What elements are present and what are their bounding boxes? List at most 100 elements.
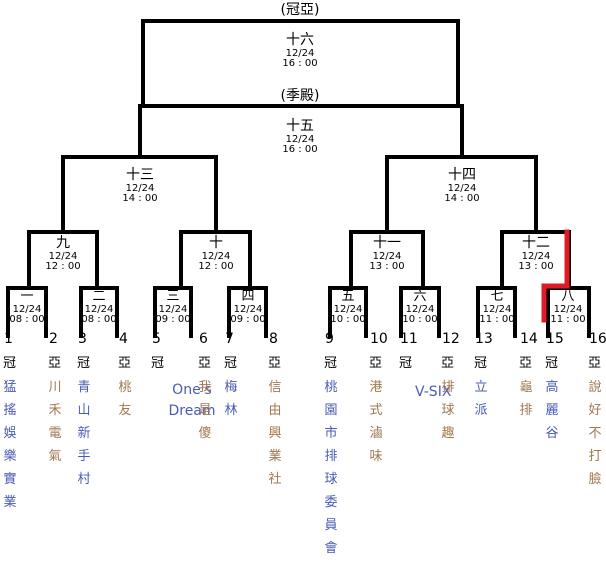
match-10-time: 12 : 00 <box>198 261 233 272</box>
match-4-name: 四 <box>241 289 254 304</box>
team-10-name: 港式滷味 <box>369 380 383 464</box>
team-7-seed: 7 <box>225 331 234 347</box>
match-15-name: 十五 <box>286 118 314 134</box>
team-3-seed: 3 <box>78 331 87 347</box>
match-9-time: 12 : 00 <box>45 261 80 272</box>
match-7-time: 11 : 00 <box>479 314 514 325</box>
third-place-header: (季殿) <box>281 88 320 104</box>
match-5-name: 五 <box>341 289 354 304</box>
match-11-date: 12/24 <box>373 251 402 262</box>
match-3-name: 三 <box>166 289 179 304</box>
team-11-role: 冠 <box>399 356 413 371</box>
match-12-time: 13 : 00 <box>518 261 553 272</box>
team-12-role: 亞 <box>441 356 455 371</box>
team-15-seed: 15 <box>546 331 564 347</box>
match-13-name: 十三 <box>126 167 154 183</box>
team-3-role: 冠 <box>77 356 91 371</box>
match-5-date: 12/24 <box>334 304 363 315</box>
team-1-name: 猛搖娛樂實業 <box>3 380 17 510</box>
match-12-name: 十二 <box>522 235 550 251</box>
match-4-time: 09 : 00 <box>230 314 265 325</box>
match-3-time: 09 : 00 <box>155 314 190 325</box>
team-16-name: 說好不打臉 <box>588 380 602 487</box>
team-8-name: 信由興業社 <box>268 380 282 487</box>
match-14-name: 十四 <box>448 167 476 183</box>
match-8-date: 12/24 <box>554 304 583 315</box>
match-16-time: 16 : 00 <box>282 58 317 69</box>
team-1-role: 冠 <box>3 356 17 371</box>
team-7-role: 冠 <box>224 356 238 371</box>
match-5-bracket <box>328 286 368 338</box>
match-9-name: 九 <box>56 235 70 251</box>
match-12-date: 12/24 <box>522 251 551 262</box>
match-13-time: 14 : 00 <box>122 193 157 204</box>
winner-path-highlight <box>541 229 570 323</box>
team-9-role: 冠 <box>324 356 338 371</box>
match-1-name: 一 <box>20 289 33 304</box>
team-9-name: 桃園市排球委員會 <box>324 380 338 556</box>
team-9-seed: 9 <box>325 331 334 347</box>
team-5-role: 冠 <box>151 356 165 371</box>
team-11-name: V-SIX <box>415 384 452 400</box>
match-2-name: 二 <box>92 289 105 304</box>
match-16-name: 十六 <box>286 32 314 48</box>
match-2-time: 08 : 00 <box>81 314 116 325</box>
match-10-name: 十 <box>209 235 223 251</box>
team-10-seed: 10 <box>370 331 388 347</box>
match-7-name: 七 <box>490 289 503 304</box>
team-8-role: 亞 <box>268 356 282 371</box>
team-12-name: 排球趣 <box>441 380 455 441</box>
match-4-bracket <box>227 286 268 338</box>
match-3-bracket <box>153 286 193 338</box>
team-4-seed: 4 <box>119 331 128 347</box>
team-16-seed: 16 <box>589 331 606 347</box>
match-1-date: 12/24 <box>13 304 42 315</box>
team-11-seed: 11 <box>400 331 418 347</box>
team-5-name: One's Dream <box>168 382 216 419</box>
team-2-seed: 2 <box>49 331 58 347</box>
match-6-bracket <box>399 286 441 338</box>
team-5-seed: 5 <box>152 331 161 347</box>
match-2-date: 12/24 <box>85 304 114 315</box>
match-4-date: 12/24 <box>234 304 263 315</box>
team-6-seed: 6 <box>199 331 208 347</box>
team-14-name: 龜排 <box>519 380 533 418</box>
team-14-role: 亞 <box>519 356 533 371</box>
match-7-bracket <box>476 286 517 338</box>
match-6-time: 10 : 00 <box>402 314 437 325</box>
team-15-name: 高麗谷 <box>545 380 559 441</box>
team-8-seed: 8 <box>269 331 278 347</box>
match-7-date: 12/24 <box>483 304 512 315</box>
team-6-name: 我是傻 <box>198 380 212 441</box>
team-12-seed: 12 <box>442 331 460 347</box>
match-5-time: 10 : 00 <box>330 314 365 325</box>
bracket-lines <box>6 19 591 338</box>
match-3-date: 12/24 <box>159 304 188 315</box>
team-2-role: 亞 <box>48 356 62 371</box>
match-16-date: 12/24 <box>286 48 315 59</box>
team-14-seed: 14 <box>520 331 538 347</box>
match-14-date: 12/24 <box>448 183 477 194</box>
team-13-name: 立派 <box>474 380 488 418</box>
team-16-role: 亞 <box>588 356 602 371</box>
match-15-date: 12/24 <box>286 134 315 145</box>
team-13-seed: 13 <box>475 331 493 347</box>
match-15-bracket <box>138 104 464 159</box>
team-15-role: 冠 <box>545 356 559 371</box>
match-15-time: 16 : 00 <box>282 144 317 155</box>
match-6-date: 12/24 <box>406 304 435 315</box>
team-6-role: 亞 <box>198 356 212 371</box>
match-6-name: 六 <box>413 289 426 304</box>
match-8-time: 11 : 00 <box>550 314 585 325</box>
match-11-name: 十一 <box>373 235 401 251</box>
match-11-time: 13 : 00 <box>369 261 404 272</box>
match-9-date: 12/24 <box>49 251 78 262</box>
final-header: (冠亞) <box>281 2 320 18</box>
team-4-role: 亞 <box>118 356 132 371</box>
team-13-role: 冠 <box>474 356 488 371</box>
match-16-bracket <box>141 19 460 108</box>
match-1-time: 08 : 00 <box>9 314 44 325</box>
team-7-name: 梅林 <box>224 380 238 418</box>
match-10-date: 12/24 <box>202 251 231 262</box>
